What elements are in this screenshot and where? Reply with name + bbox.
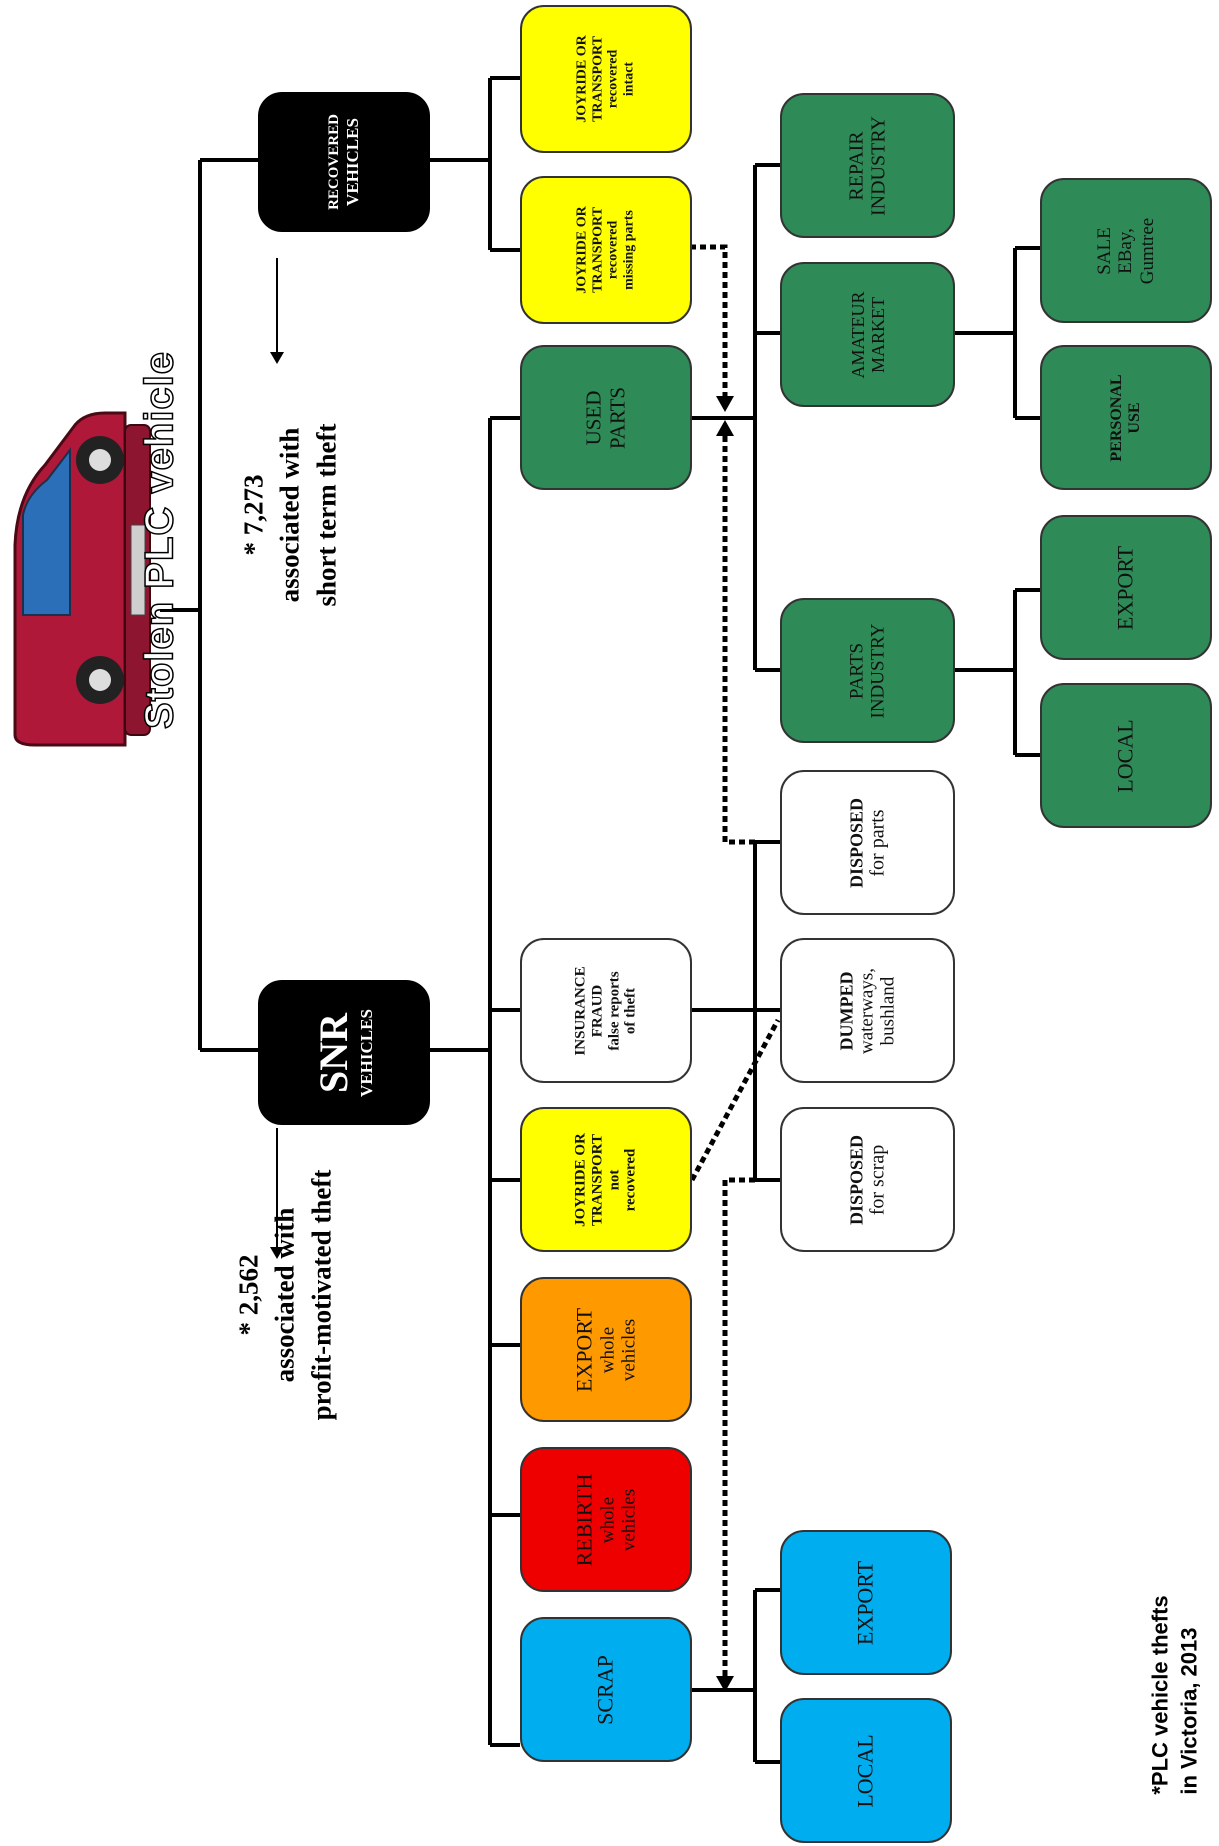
dumped-line-2: waterways, (856, 967, 878, 1054)
short-term-label-2: short term theft (311, 423, 342, 607)
export-whole-line-2: whole (597, 1326, 619, 1373)
joy-intact-line-2: TRANSPORT (590, 36, 606, 122)
scrap-label: SCRAP (592, 1654, 618, 1725)
personal-line-2: USE (1126, 401, 1143, 434)
disposed-parts-line-1: DISPOSED (846, 797, 867, 888)
footnote-line-2: in Victoria, 2013 (1176, 1627, 1201, 1795)
profit-count: * 2,562 (233, 1254, 264, 1336)
scrap-export-box: EXPORT (780, 1530, 952, 1675)
disposed-parts-line-2: for parts (866, 808, 889, 877)
joy-missing-line-3: recovered (606, 220, 621, 280)
disposed-scrap-line-2: for scrap (866, 1144, 889, 1215)
joy-not-line-3: not (606, 1169, 622, 1190)
repair-line-2: INDUSTRY (867, 115, 890, 216)
joy-missing-line-1: JOYRIDE OR (574, 206, 590, 294)
insurance-line-2: FRAUD (589, 984, 606, 1037)
repair-industry-box: REPAIR INDUSTRY (780, 93, 955, 238)
diagram-title: Stolen PLC vehicle (137, 350, 183, 730)
parts-industry-line-2: INDUSTRY (867, 622, 889, 719)
insurance-line-1: INSURANCE (572, 965, 589, 1056)
joy-missing-line-4: missing parts (621, 210, 637, 290)
joy-intact-line-1: JOYRIDE OR (574, 35, 590, 123)
parts-local-label: LOCAL (1112, 718, 1138, 793)
amateur-line-2: MARKET (867, 296, 888, 373)
short-term-count: * 7,273 (238, 474, 269, 556)
sale-box: SALE EBay, Gumtree (1040, 178, 1212, 323)
dumped-line-3: bushland (877, 976, 899, 1045)
amateur-line-1: AMATEUR (847, 290, 868, 379)
used-parts-line-2: PARTS (605, 386, 629, 449)
joy-not-line-4: recovered (622, 1148, 639, 1211)
footnote-line-1: *PLC vehicle thefts (1147, 1595, 1173, 1795)
scrap-box: SCRAP (520, 1617, 692, 1762)
short-term-label-1: associated with (274, 427, 305, 603)
personal-line-1: PERSONAL (1108, 373, 1126, 462)
personal-use-box: PERSONAL USE (1040, 345, 1212, 490)
joy-intact-line-3: recovered (606, 49, 621, 109)
scrap-local-label: LOCAL (852, 1733, 878, 1808)
sale-line-1: SALE (1094, 226, 1116, 275)
joyride-not-recovered-box: JOYRIDE OR TRANSPORT not recovered (520, 1107, 692, 1252)
used-parts-box: USED PARTS (520, 345, 692, 490)
parts-export-label: EXPORT (1112, 545, 1138, 630)
snr-label: SNR (311, 1012, 357, 1093)
profit-annotation: * 2,562 associated with profit-motivated… (230, 1170, 339, 1421)
snr-sublabel: VEHICLES (356, 1008, 376, 1097)
dumped-line-1: DUMPED (836, 971, 857, 1050)
joy-not-line-1: JOYRIDE OR (572, 1132, 589, 1227)
disposed-for-parts-box: DISPOSED for parts (780, 770, 955, 915)
sale-line-3: Gumtree (1136, 217, 1158, 284)
export-whole-line-1: EXPORT (571, 1307, 597, 1392)
profit-label-1: associated with (269, 1207, 300, 1383)
sale-line-2: EBay, (1115, 227, 1137, 274)
short-term-annotation: * 7,273 associated with short term theft (235, 424, 344, 607)
footnote: *PLC vehicle thefts in Victoria, 2013 (1146, 1595, 1203, 1794)
insurance-line-4: of theft (622, 987, 639, 1034)
dumped-box: DUMPED waterways, bushland (780, 938, 955, 1083)
joyride-recovered-missing-parts-box: JOYRIDE OR TRANSPORT recovered missing p… (520, 176, 692, 324)
disposed-for-scrap-box: DISPOSED for scrap (780, 1107, 955, 1252)
parts-industry-line-1: PARTS (846, 642, 868, 699)
rebirth-whole-vehicles-box: REBIRTH whole vehicles (520, 1447, 692, 1592)
rebirth-line-2: whole (597, 1496, 619, 1543)
recovered-sublabel: VEHICLES (342, 118, 362, 206)
rebirth-line-3: vehicles (618, 1488, 640, 1551)
scrap-local-box: LOCAL (780, 1698, 952, 1843)
parts-industry-box: PARTS INDUSTRY (780, 598, 955, 743)
joy-missing-line-2: TRANSPORT (590, 207, 606, 293)
used-parts-line-1: USED (581, 390, 606, 445)
recovered-vehicles-box: RECOVERED VEHICLES (258, 92, 430, 232)
rebirth-line-1: REBIRTH (571, 1473, 597, 1566)
repair-line-1: REPAIR (845, 130, 868, 201)
insurance-line-3: false reports (606, 970, 622, 1051)
parts-local-box: LOCAL (1040, 683, 1212, 828)
export-whole-vehicles-box: EXPORT whole vehicles (520, 1277, 692, 1422)
recovered-label: RECOVERED (326, 114, 343, 210)
parts-export-box: EXPORT (1040, 515, 1212, 660)
snr-vehicles-box: SNR VEHICLES (258, 980, 430, 1125)
amateur-market-box: AMATEUR MARKET (780, 262, 955, 407)
scrap-export-label: EXPORT (852, 1560, 878, 1645)
joy-intact-line-4: intact (621, 61, 637, 97)
car-icon (13, 411, 151, 747)
profit-label-2: profit-motivated theft (306, 1169, 337, 1421)
insurance-fraud-box: INSURANCE FRAUD false reports of theft (520, 938, 692, 1083)
disposed-scrap-line-1: DISPOSED (846, 1134, 867, 1225)
joyride-recovered-intact-box: JOYRIDE OR TRANSPORT recovered intact (520, 5, 692, 153)
export-whole-line-3: vehicles (618, 1318, 640, 1381)
joy-not-line-2: TRANSPORT (589, 1133, 606, 1226)
